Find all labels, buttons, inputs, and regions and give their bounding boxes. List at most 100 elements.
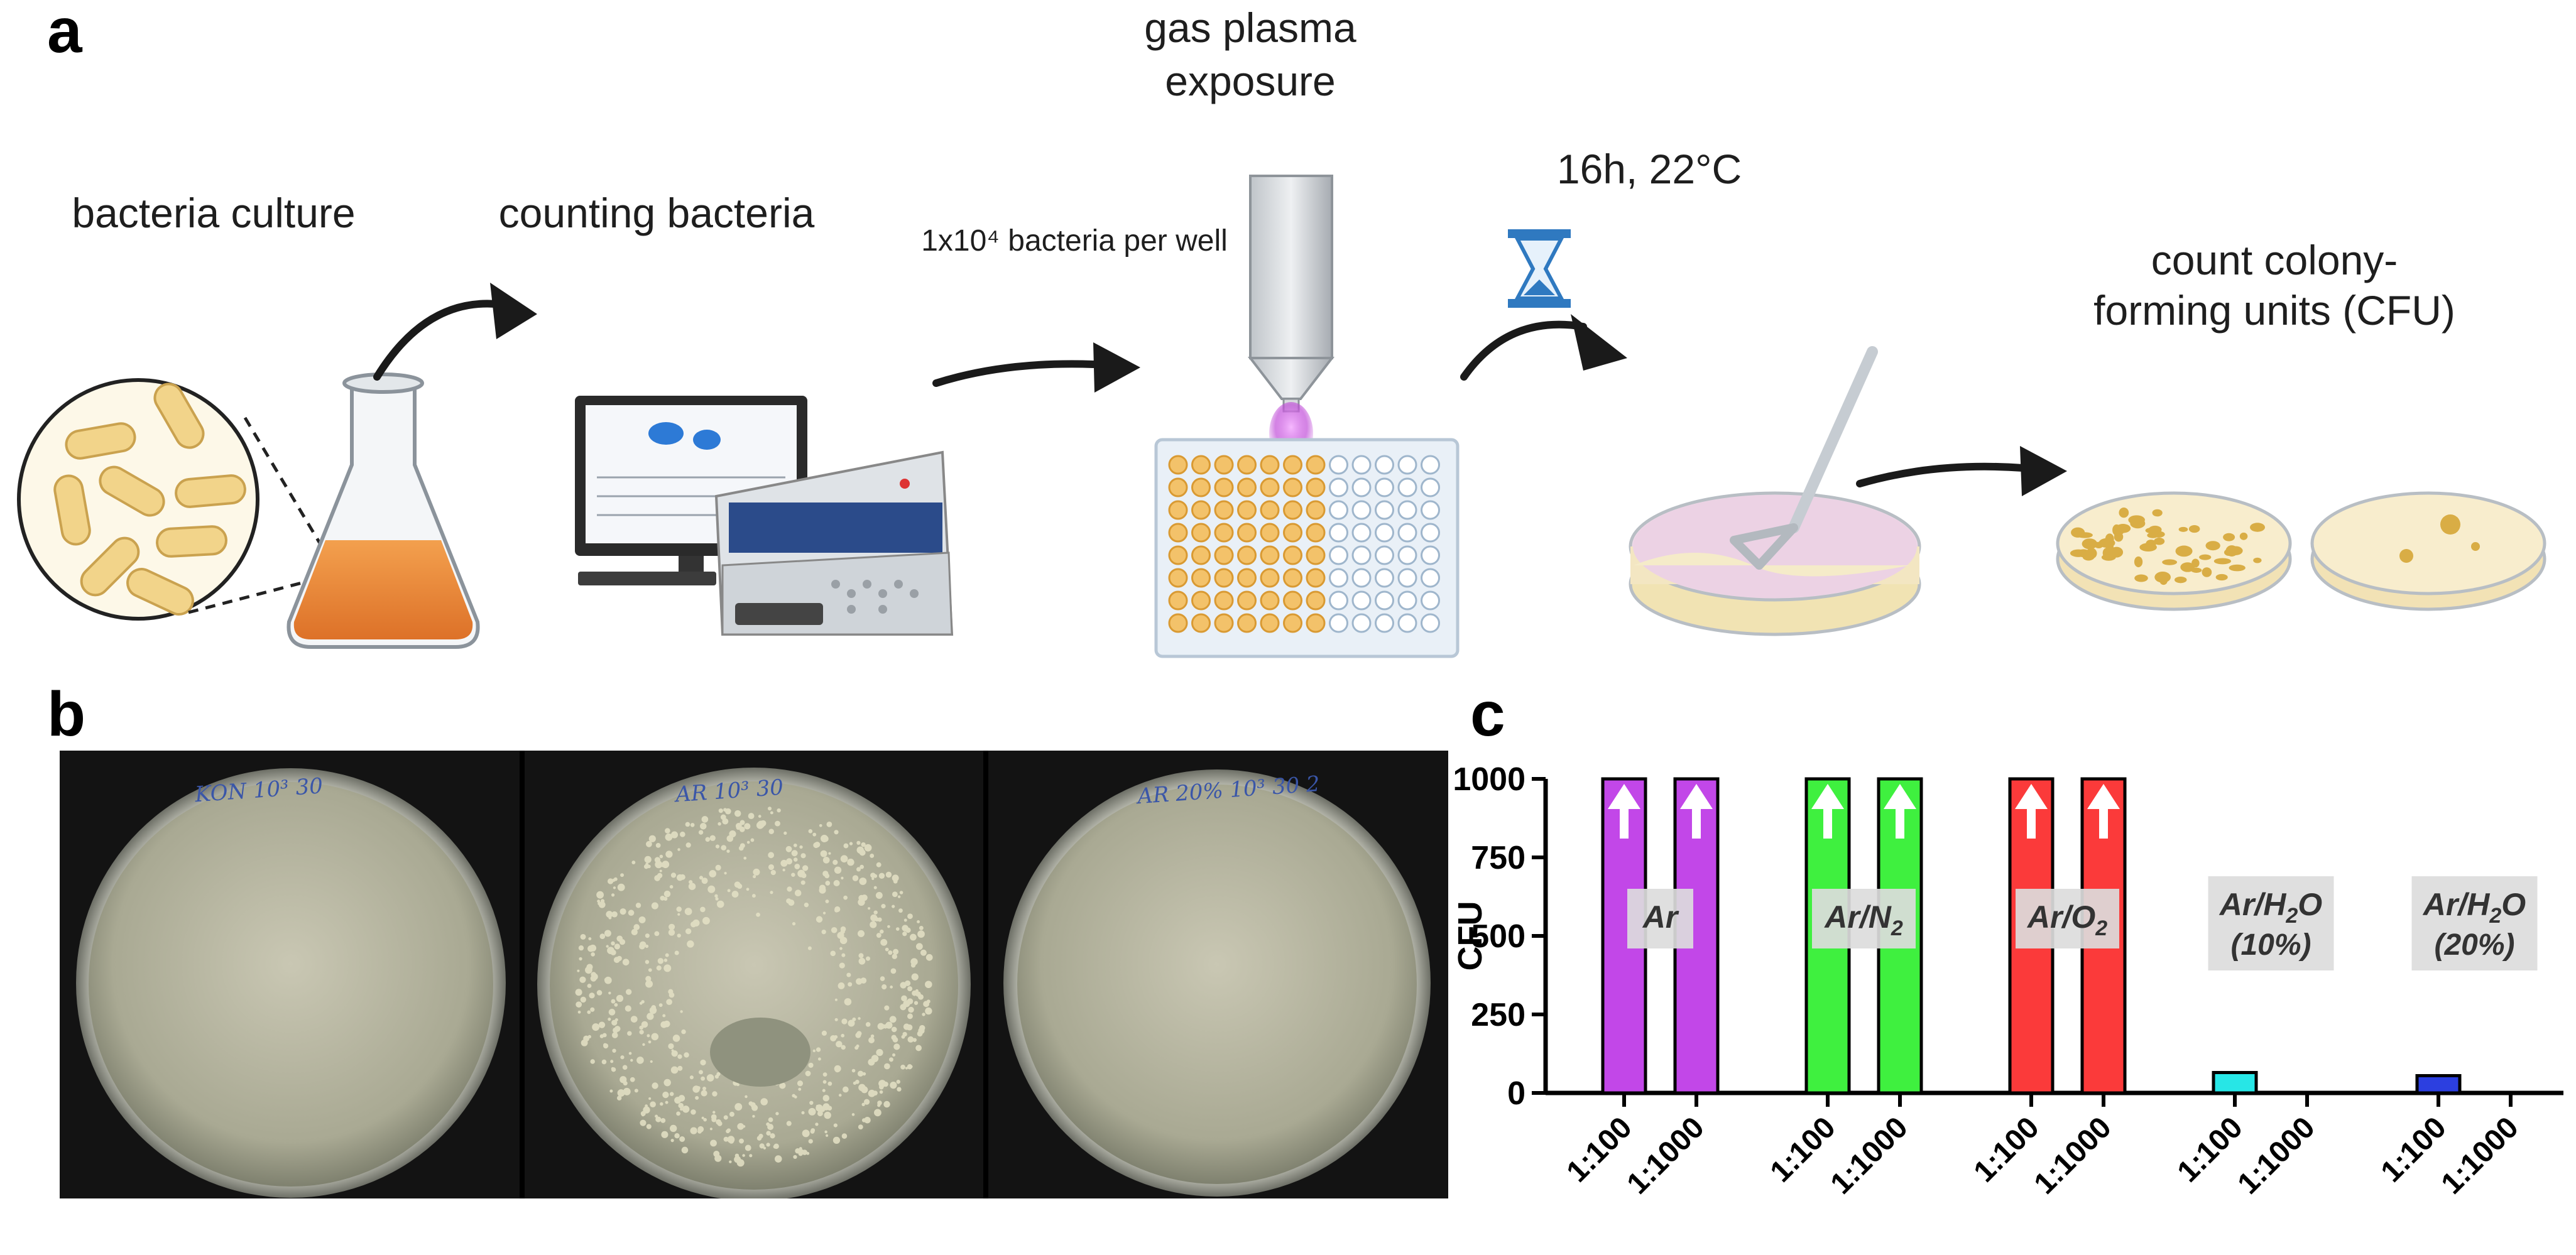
group-label-sub: (10%) [2230, 928, 2311, 962]
colony-speck [857, 1070, 864, 1077]
step-counting-bacteria-label: counting bacteria [498, 190, 815, 236]
well [1306, 477, 1326, 497]
colony-speck [748, 1101, 753, 1106]
colony-speck [635, 903, 641, 908]
well [1191, 523, 1211, 543]
exceeds-arrow-icon [1884, 784, 1916, 839]
colony-speck [620, 1055, 625, 1060]
step-bacteria-culture-label: bacteria culture [72, 190, 356, 236]
colony-speck [598, 1021, 606, 1028]
colony-speck [716, 1072, 721, 1077]
colony-speck [699, 1070, 703, 1075]
well [1260, 477, 1280, 497]
colony-speck [662, 1091, 669, 1099]
well [1283, 500, 1302, 520]
colony-speck [610, 949, 616, 955]
colony-speck [834, 866, 842, 874]
hourglass-icon [1508, 229, 1571, 308]
colony-speck [822, 1089, 826, 1092]
colony-speck [654, 931, 660, 937]
group-label-box [1812, 889, 1916, 948]
bacteria-circle-icon [17, 378, 259, 621]
colony-speck [839, 962, 845, 969]
colony-speck [884, 1063, 890, 1070]
colony-speck [899, 891, 903, 894]
well [1351, 477, 1372, 497]
colony-speck [639, 941, 647, 948]
colony-speck [925, 981, 932, 989]
colony-speck [676, 1111, 680, 1116]
colony-speck [873, 874, 878, 878]
colony-speck [915, 989, 919, 992]
colony-speck [768, 852, 775, 859]
well [1283, 523, 1302, 543]
colony-speck [710, 1139, 717, 1147]
well [1421, 455, 1440, 475]
colony-speck [881, 904, 886, 909]
colony-speck [612, 1048, 616, 1053]
colony-speck [770, 1133, 775, 1139]
colony-speck [611, 1032, 618, 1038]
exceeds-arrow-icon [1608, 784, 1640, 839]
colony-speck [716, 900, 724, 908]
colony-speck [613, 877, 618, 881]
colony-speck [685, 928, 692, 935]
colony-speck [634, 1089, 638, 1093]
colony-speck [622, 1065, 628, 1070]
colony-speck [577, 1010, 581, 1014]
colony-speck [748, 813, 755, 820]
colony-speck [604, 976, 612, 984]
colony [2119, 507, 2129, 518]
colony-speck [647, 1013, 654, 1020]
colony-speck [625, 989, 632, 995]
colony-speck [876, 862, 881, 867]
colony-speck [848, 982, 853, 987]
colony-speck [841, 1133, 848, 1139]
colony-speck [838, 1094, 842, 1097]
well [1283, 590, 1302, 611]
colony-speck [925, 953, 933, 961]
colony-speck [614, 943, 620, 950]
colony-speck [736, 883, 743, 889]
colony-speck [861, 1102, 865, 1107]
well [1168, 590, 1188, 611]
colony-speck [608, 1009, 616, 1016]
well [1214, 590, 1234, 611]
colony-speck [627, 1031, 632, 1036]
colony-speck [695, 1095, 699, 1100]
colony-speck [737, 1122, 745, 1130]
group-label: Ar/H2O [2219, 887, 2323, 928]
colony-speck [808, 1139, 813, 1144]
colony-speck [883, 1100, 890, 1108]
colony-speck [793, 1154, 797, 1160]
colony [2188, 524, 2200, 533]
well [1375, 545, 1394, 565]
well [1397, 500, 1417, 520]
colony-speck [685, 822, 690, 827]
well [1421, 568, 1440, 588]
colony-speck [880, 938, 888, 946]
colony-speck [857, 930, 865, 937]
colony-speck [760, 1098, 768, 1106]
well [1283, 568, 1302, 588]
colony-speck [753, 868, 760, 876]
colony-speck [901, 1035, 905, 1039]
colony-speck [853, 1081, 857, 1085]
y-tick-label: 750 [1471, 840, 1525, 876]
well [1351, 545, 1372, 565]
colony-speck [746, 840, 750, 844]
colony-speck [808, 1107, 816, 1116]
colony-speck [799, 1147, 802, 1151]
colony-speck [876, 933, 881, 938]
colony-speck [716, 1119, 721, 1125]
colony-speck [917, 1031, 923, 1037]
colony-speck [662, 1014, 666, 1018]
step-cfu-label-line2: forming units (CFU) [2093, 287, 2455, 334]
colony-speck [608, 991, 611, 995]
colony-speck [608, 1018, 611, 1021]
colony-speck [604, 930, 611, 937]
colony-speck [646, 1124, 652, 1129]
colony-speck [814, 842, 821, 848]
colony-speck [715, 844, 720, 849]
colony-speck [890, 986, 893, 989]
